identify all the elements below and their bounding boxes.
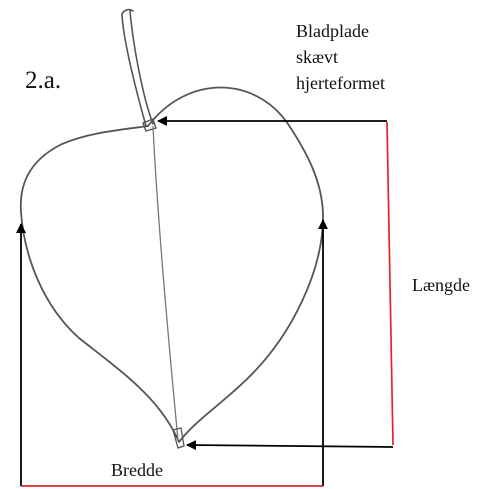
leaf-stalk bbox=[121, 8, 154, 127]
leaf-tip bbox=[172, 427, 185, 449]
leaf-tip-arrow bbox=[186, 440, 394, 451]
description-line-2: skævt bbox=[296, 47, 339, 67]
leaf-midrib bbox=[152, 125, 179, 441]
leaf-description: Bladplade skævt hjerteformet bbox=[296, 18, 385, 96]
length-measure-line bbox=[386, 121, 394, 446]
width-label: Bredde bbox=[111, 460, 163, 480]
leaf-base-notch bbox=[142, 118, 157, 132]
length-label: Længde bbox=[412, 275, 470, 295]
leaf-blade-outline bbox=[20, 86, 324, 443]
figure-number: 2.a. bbox=[25, 67, 62, 94]
description-line-1: Bladplade bbox=[296, 21, 369, 41]
description-line-3: hjerteformet bbox=[296, 73, 385, 93]
